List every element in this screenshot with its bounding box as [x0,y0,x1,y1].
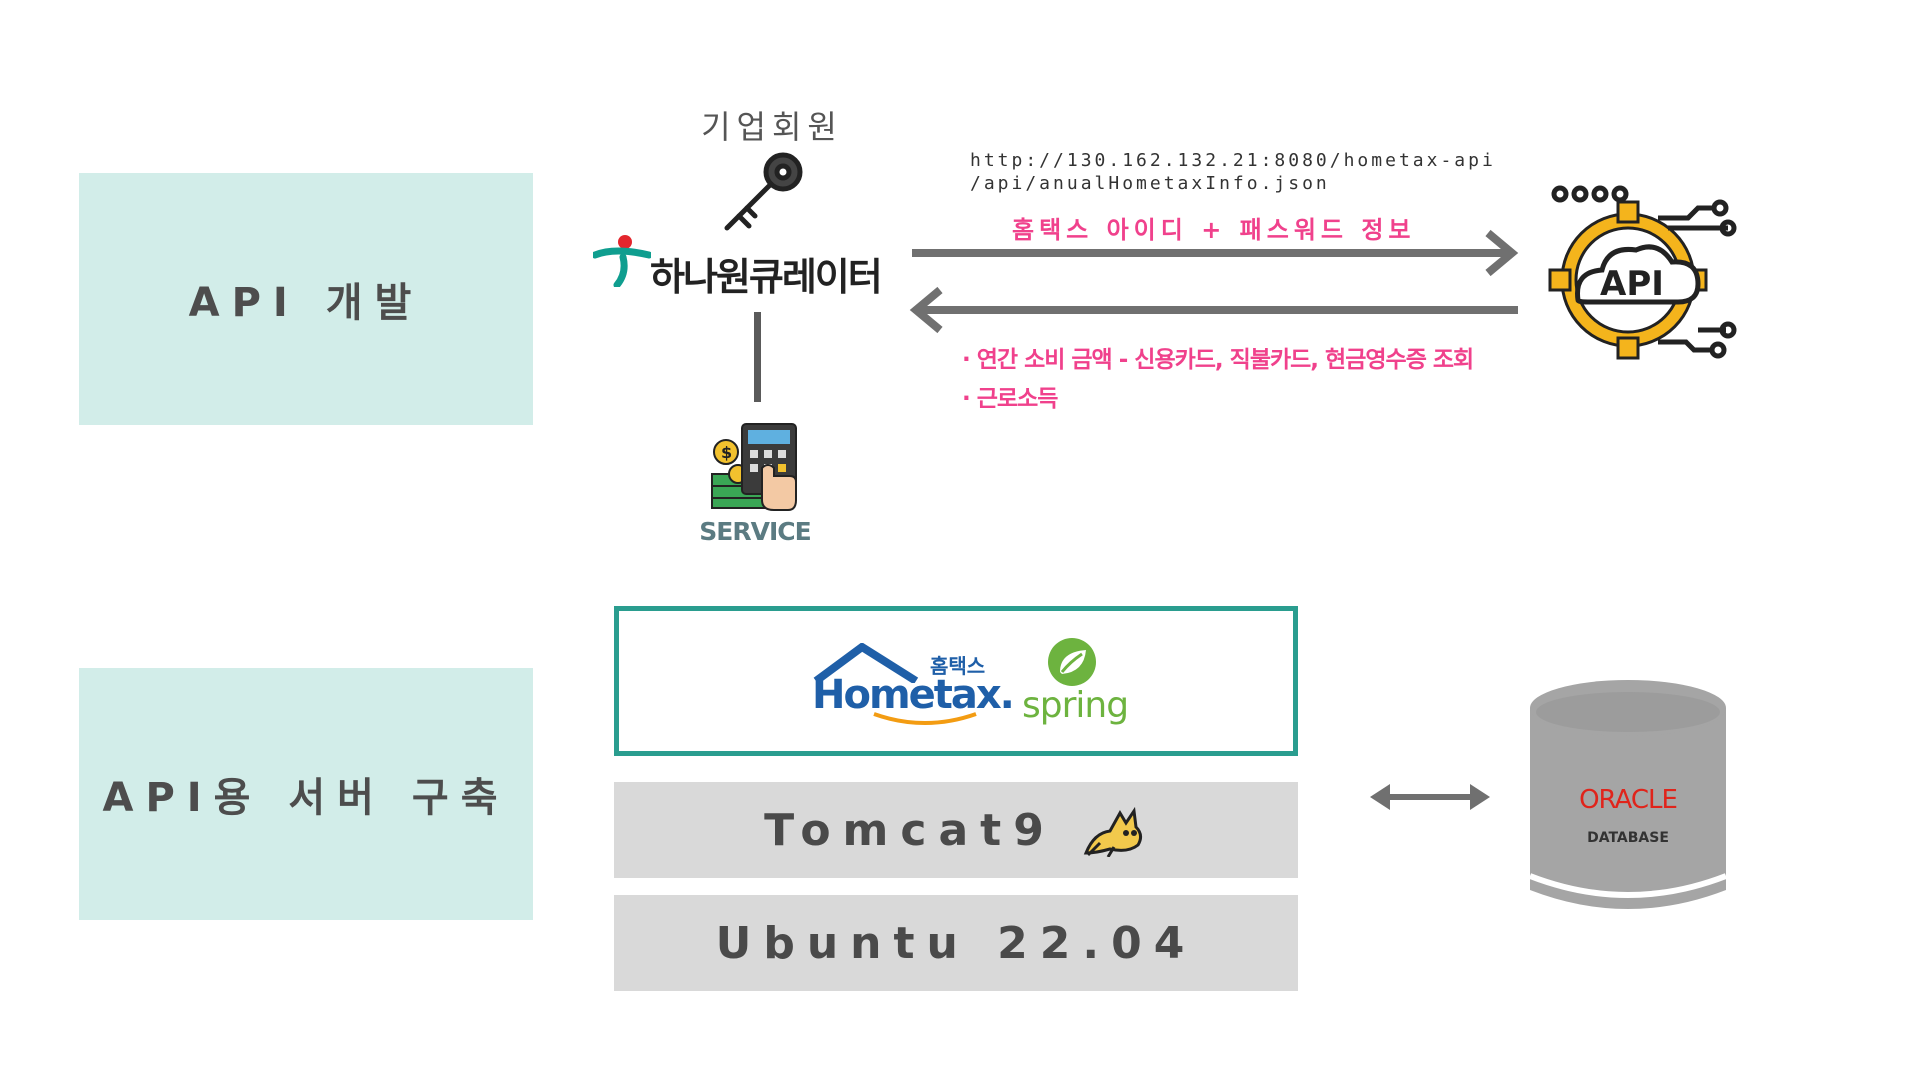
response-arrow [909,286,1518,334]
hometax-korean-label: 홈택스 [930,654,986,678]
spring-logo-text: spring [1022,685,1129,726]
member-label: 기업회원 [701,108,843,146]
api-server-label: API용 서버 구축 [102,775,510,821]
request-arrow [912,229,1519,277]
connector-line [754,312,761,402]
hometax-logo-text: Hometax. [812,672,1015,718]
hometax-house-icon [813,643,919,683]
tomcat-box: Tomcat9 [614,782,1298,878]
tomcat-cat-icon [1083,806,1142,857]
api-cloud-icon: API [1548,185,1737,360]
brand-name: 하나원큐레이터 [650,255,883,299]
db-bidirectional-arrow [1370,784,1490,810]
framework-box [614,606,1298,756]
svg-text:$: $ [721,443,732,462]
hana-logo-icon [593,235,651,287]
api-dev-label: API 개발 [188,280,424,326]
oracle-sub-text: DATABASE [1587,830,1669,846]
tomcat-label: Tomcat9 [764,804,1056,856]
api-dev-box: API 개발 [79,173,533,425]
response-line1: · 연간 소비 금액 - 신용카드, 직불카드, 현금영수증 조회 [962,347,1474,373]
request-url-line2: /api/anualHometaxInfo.json [970,173,1330,194]
calculator-service-icon: $ [711,423,797,511]
service-label: SERVICE [699,517,811,546]
request-url-line1: http://130.162.132.21:8080/hometax-api [970,150,1496,171]
hometax-smile-icon [873,712,977,725]
api-icon-text: API [1600,264,1664,304]
oracle-database-icon: ORACLE DATABASE [1528,680,1728,909]
api-server-box: API용 서버 구축 [79,668,533,920]
ubuntu-label: Ubuntu 22.04 [715,917,1197,969]
request-payload: 홈택스 아이디 + 패스워드 정보 [1012,216,1416,244]
oracle-brand-text: ORACLE [1579,785,1677,815]
key-icon [724,152,803,231]
response-line2: · 근로소득 [962,386,1058,412]
ubuntu-box: Ubuntu 22.04 [614,895,1298,991]
spring-leaf-icon [1048,638,1096,686]
